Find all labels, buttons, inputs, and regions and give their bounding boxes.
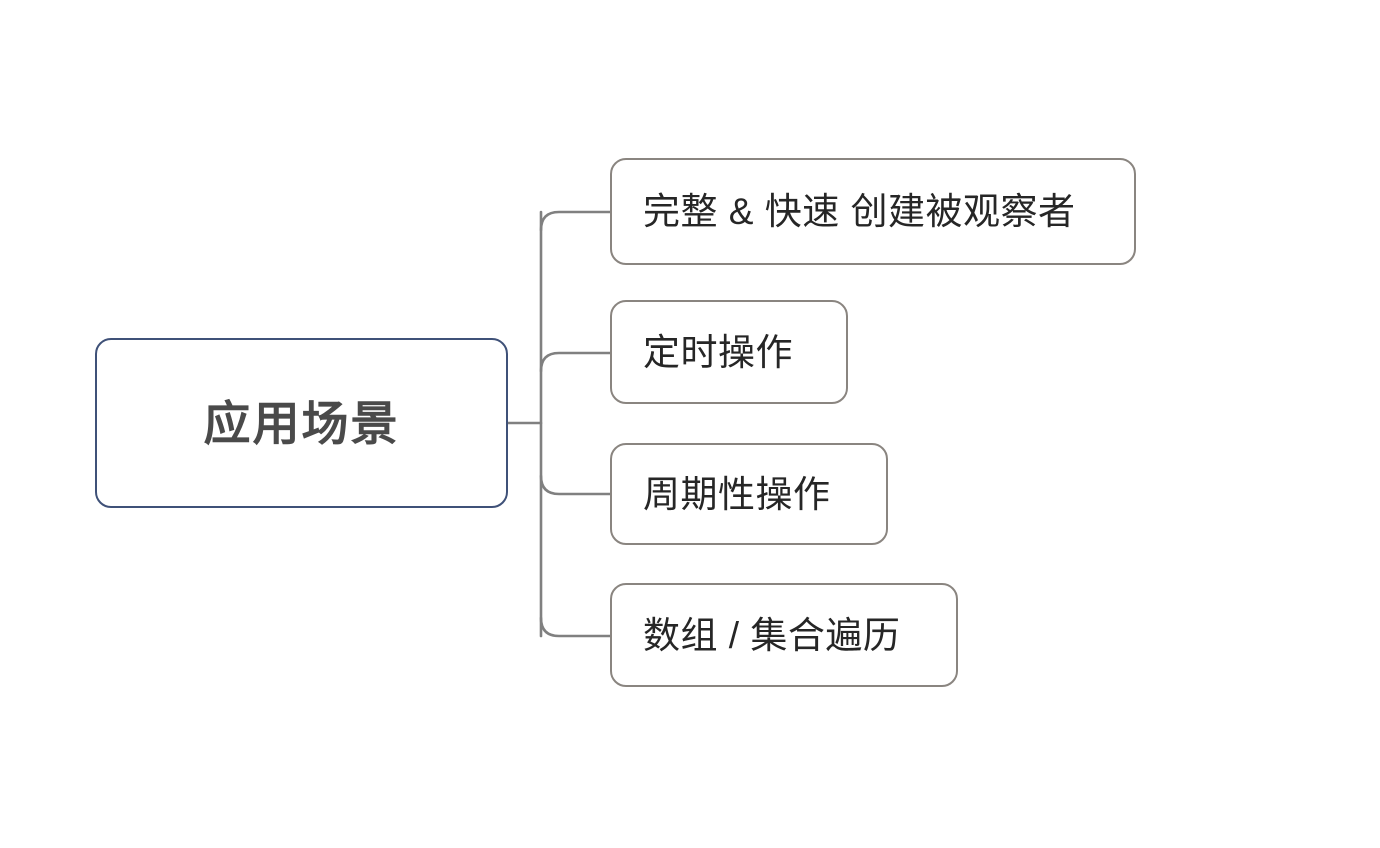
connector-branch-3 <box>539 474 612 496</box>
connector-branch-4 <box>539 616 612 638</box>
mindmap-child-node-4[interactable]: 数组 / 集合遍历 <box>610 583 958 687</box>
mindmap-child-label-3: 周期性操作 <box>643 473 831 515</box>
mindmap-child-label-2: 定时操作 <box>643 331 793 373</box>
mindmap-child-node-3[interactable]: 周期性操作 <box>610 443 888 545</box>
connector-branch-1 <box>539 210 612 232</box>
connector-branch-2 <box>539 351 612 373</box>
mindmap-child-node-1[interactable]: 完整 & 快速 创建被观察者 <box>610 158 1136 265</box>
mindmap-root-label: 应用场景 <box>203 396 400 450</box>
mindmap-root-node[interactable]: 应用场景 <box>95 338 508 508</box>
mindmap-child-label-4: 数组 / 集合遍历 <box>643 614 901 656</box>
mindmap-child-node-2[interactable]: 定时操作 <box>610 300 848 404</box>
mindmap-child-label-1: 完整 & 快速 创建被观察者 <box>643 191 1076 232</box>
